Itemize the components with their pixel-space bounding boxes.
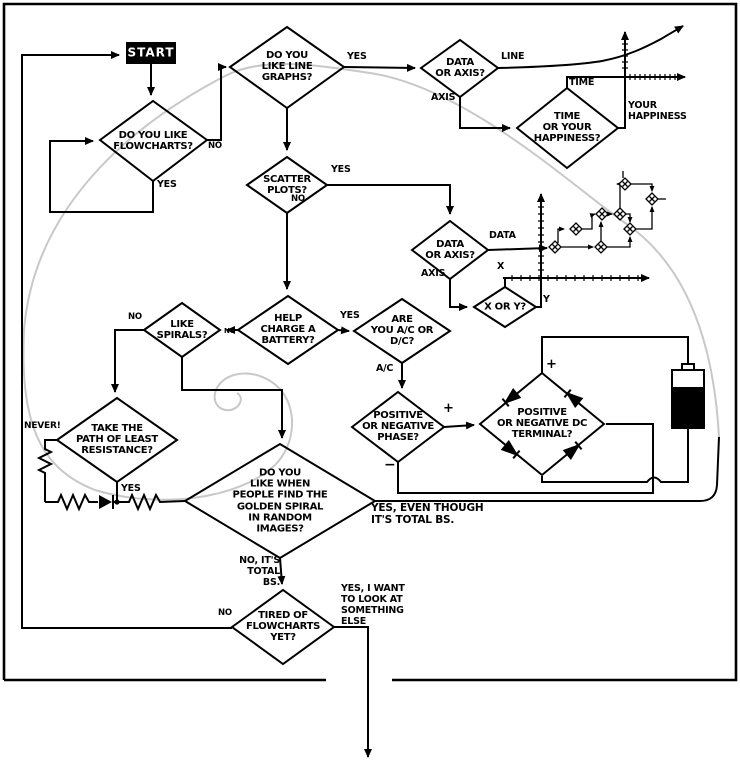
label-axis-2: AXIS <box>421 268 446 279</box>
label-spirals-no: NO <box>128 312 142 322</box>
label-scatter-yes: YES <box>331 164 351 175</box>
mini-diamond <box>548 240 562 254</box>
label-time: TIME <box>569 77 595 88</box>
flowchart-edges <box>21 25 720 758</box>
node-help-charge-battery: HELP CHARGE A BATTERY? <box>260 313 316 347</box>
resistor-wire-left <box>45 492 98 512</box>
mini-diamond <box>613 207 627 221</box>
edge-battery-yes <box>337 326 350 335</box>
label-tired-yes: YES, I WANT TO LOOK AT SOMETHING ELSE <box>341 583 405 627</box>
node-tired-of-flowcharts: TIRED OF FLOWCHARTS YET? <box>245 610 321 644</box>
edge-golden-yes-wire <box>375 436 720 502</box>
mini-diamond <box>595 207 609 221</box>
label-line: LINE <box>501 51 525 62</box>
edge-line-data-curve <box>497 25 684 69</box>
label-path-yes: YES <box>121 483 141 494</box>
diode-icon <box>99 495 112 509</box>
resistor-wire-right <box>114 492 186 512</box>
edge-flowcharts-no <box>207 63 227 141</box>
node-data-or-axis-2: DATA OR AXIS? <box>425 238 475 261</box>
label-x: X <box>497 261 505 272</box>
edge-phase-plus <box>443 421 475 430</box>
bridge-rectifier-diodes <box>500 387 584 461</box>
axis-ticks <box>511 37 676 281</box>
never-resistor-wire <box>36 439 57 502</box>
label-y: Y <box>543 294 550 305</box>
label-scatter-no: NO <box>291 194 305 204</box>
label-ac: A/C <box>376 363 394 374</box>
edge-data2 <box>487 244 548 253</box>
edge-loop-to-start <box>21 51 232 629</box>
mini-diamond <box>594 240 608 254</box>
label-linegraphs-yes: YES <box>347 51 367 62</box>
scatter-mini-flowchart <box>548 171 666 254</box>
panel-border <box>2 2 738 682</box>
label-golden-yes: YES, EVEN THOUGH IT'S TOTAL BS. <box>371 502 484 527</box>
node-golden-spiral: DO YOU LIKE WHEN PEOPLE FIND THE GOLDEN … <box>232 467 328 535</box>
edge-scatter-yes <box>327 184 454 215</box>
label-dc-plus: + <box>546 357 557 372</box>
label-battery-yes: YES <box>340 310 360 321</box>
junction-dot <box>114 499 120 505</box>
label-never: NEVER! <box>24 421 61 431</box>
edge-linegraphs-yes <box>343 63 416 72</box>
time-x-axis <box>566 73 686 88</box>
mini-diamond <box>623 222 637 236</box>
mini-diamond <box>645 192 659 206</box>
node-pos-neg-phase: POSITIVE OR NEGATIVE PHASE? <box>362 410 434 444</box>
battery-return-wire <box>541 428 689 483</box>
edge-spirals-down <box>181 357 286 439</box>
edge-golden-no <box>277 557 286 585</box>
mini-diamond <box>569 222 583 236</box>
happiness-y-axis <box>618 31 629 129</box>
node-take-path: TAKE THE PATH OF LEAST RESISTANCE? <box>76 423 158 457</box>
label-your-happiness: YOUR HAPPINESS <box>628 100 687 122</box>
node-dc-terminal: POSITIVE OR NEGATIVE DC TERMINAL? <box>496 407 588 441</box>
battery-icon <box>671 363 705 429</box>
edge-axis1 <box>459 97 511 132</box>
mini-diamond <box>618 177 632 191</box>
label-phase-plus: + <box>443 401 454 416</box>
edge-flowcharts-yes-loop <box>49 137 154 213</box>
node-time-or-happiness: TIME OR YOUR HAPPINESS? <box>533 111 601 145</box>
node-like-line-graphs: DO YOU LIKE LINE GRAPHS? <box>261 50 313 84</box>
phase-minus-wire <box>397 423 654 494</box>
label-battery-no: NO <box>224 327 236 335</box>
label-flowcharts-no: NO <box>208 141 222 151</box>
label-tired-no: NO <box>218 608 232 618</box>
node-data-or-axis-1: DATA OR AXIS? <box>435 56 485 79</box>
node-like-spirals: LIKE SPIRALS? <box>156 318 208 341</box>
golden-spiral-curve <box>22 62 720 501</box>
node-x-or-y: X OR Y? <box>484 301 526 313</box>
label-data: DATA <box>489 230 516 241</box>
label-golden-no: NO, IT'S TOTAL BS. <box>239 555 280 588</box>
node-start: START <box>127 45 175 60</box>
edge-spirals-no <box>111 329 144 393</box>
dc-plus-wire <box>541 336 689 373</box>
node-ac-or-dc: ARE YOU A/C OR D/C? <box>370 314 434 348</box>
start-box <box>126 42 176 64</box>
scatter-y-axis <box>536 193 545 308</box>
edge-tired-yes-exit <box>334 626 372 758</box>
node-like-flowcharts: DO YOU LIKE FLOWCHARTS? <box>113 129 193 152</box>
node-scatter-plots: SCATTER PLOTS? <box>263 173 311 196</box>
label-phase-minus: − <box>384 457 396 473</box>
edge-axis2 <box>449 279 468 311</box>
label-flowcharts-yes: YES <box>157 179 177 190</box>
label-axis-1: AXIS <box>431 92 456 103</box>
